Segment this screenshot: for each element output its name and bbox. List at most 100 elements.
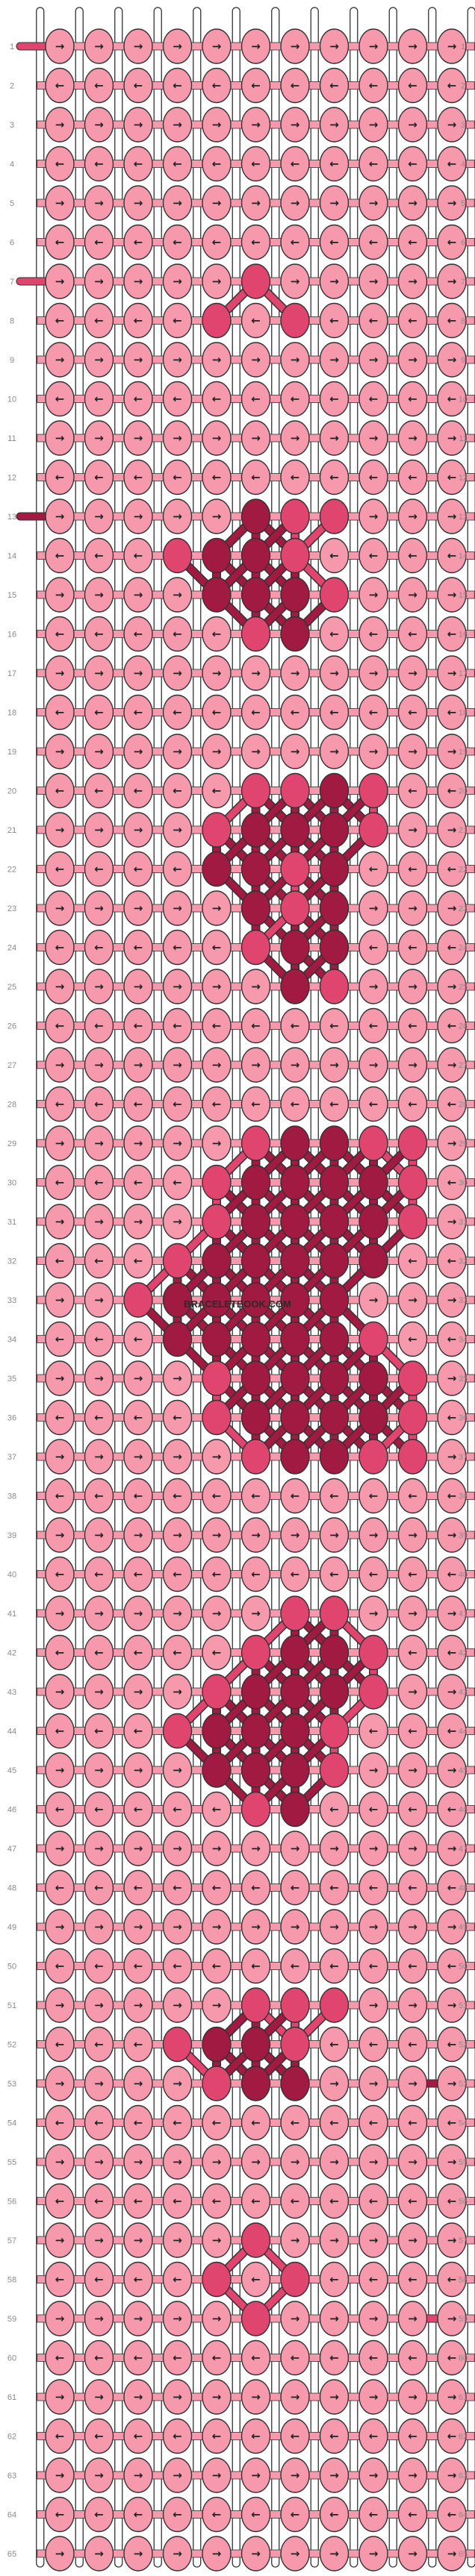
knot-medium: [280, 537, 310, 574]
arrow-right-icon: →: [212, 1842, 222, 1855]
knot-light: [162, 2144, 193, 2180]
knot-dark: [319, 851, 350, 887]
arrow-left-icon: ←: [134, 1176, 143, 1189]
arrow-left-icon: ←: [94, 628, 104, 641]
knot-light: [437, 263, 467, 299]
arrow-right-icon: →: [134, 745, 143, 758]
arrow-left-icon: ←: [55, 2351, 65, 2365]
row-number-left: 18: [7, 709, 16, 718]
knot-light: [162, 498, 193, 534]
arrow-left-icon: ←: [369, 2508, 379, 2522]
knot-light: [45, 342, 75, 378]
knot-light: [123, 2496, 153, 2533]
arrow-left-icon: ←: [408, 2038, 417, 2051]
arrow-right-icon: →: [134, 2233, 143, 2247]
arrow-left-icon: ←: [173, 1568, 182, 1581]
knot-light: [202, 1517, 232, 1553]
knot-light: [240, 1086, 271, 1122]
arrow-right-icon: →: [251, 1920, 261, 1933]
knot-light: [202, 1948, 232, 1984]
arrow-right-icon: →: [408, 2547, 417, 2560]
knot-light: [45, 2183, 75, 2219]
arrow-left-icon: ←: [447, 1019, 457, 1033]
arrow-left-icon: ←: [55, 863, 65, 876]
knot-light: [45, 107, 75, 143]
knot-light: [280, 1517, 310, 1553]
row-number-left: 37: [7, 1453, 16, 1462]
knot-light: [162, 263, 193, 299]
knot-light: [397, 1674, 428, 1710]
knot-medium: [240, 929, 271, 966]
row-number-left: 45: [7, 1766, 16, 1775]
knot-light: [123, 1086, 153, 1122]
knot-light: [319, 107, 350, 143]
arrow-right-icon: →: [251, 1058, 261, 1072]
knot-light: [45, 616, 75, 652]
arrow-left-icon: ←: [408, 2273, 417, 2286]
knot-light: [84, 2066, 114, 2101]
knot-light: [84, 2222, 114, 2258]
knot-grid: →→→→→→→→→→→←←←←←←←←←←←→→→→→→→→→→→←←←←←←←…: [45, 28, 467, 2572]
knot-light: [437, 1987, 467, 2023]
knot-dark: [240, 1204, 271, 1239]
knot-light: [202, 1047, 232, 1083]
knot-light: [202, 694, 232, 731]
knot-light: [280, 2496, 310, 2533]
arrow-left-icon: ←: [447, 784, 457, 798]
knot-light: [162, 2457, 193, 2493]
knot-light: [45, 1321, 75, 1357]
knot-light: [45, 890, 75, 926]
arrow-left-icon: ←: [447, 1489, 457, 1503]
arrow-left-icon: ←: [329, 706, 339, 719]
arrow-right-icon: →: [251, 2155, 261, 2169]
knot-light: [45, 1791, 75, 1828]
knot-light: [84, 2026, 114, 2063]
arrow-left-icon: ←: [55, 628, 65, 641]
arrow-left-icon: ←: [55, 1254, 65, 1268]
knot-light: [123, 146, 153, 182]
row-number-left: 58: [7, 2276, 16, 2285]
knot-light: [162, 2261, 193, 2298]
knot-light: [202, 734, 232, 769]
knot-dark: [358, 1242, 388, 1279]
arrow-right-icon: →: [134, 1685, 143, 1698]
arrow-right-icon: →: [369, 980, 379, 993]
row-number-right: 65: [459, 2550, 468, 2559]
arrow-right-icon: →: [251, 2547, 261, 2560]
arrow-left-icon: ←: [369, 2430, 379, 2443]
arrow-left-icon: ←: [408, 236, 417, 249]
arrow-left-icon: ←: [447, 1098, 457, 1111]
knot-medium: [240, 1439, 271, 1475]
knot-light: [45, 1556, 75, 1592]
arrow-right-icon: →: [94, 1372, 104, 1385]
arrow-left-icon: ←: [329, 471, 339, 484]
arrow-right-icon: →: [55, 2233, 65, 2247]
knot-light: [280, 2104, 310, 2141]
arrow-left-icon: ←: [329, 1881, 339, 1895]
arrow-right-icon: →: [134, 823, 143, 837]
knot-light: [397, 1478, 428, 1514]
row-number-right: 46: [459, 1806, 468, 1815]
arrow-left-icon: ←: [369, 1725, 379, 1738]
arrow-right-icon: →: [291, 1528, 300, 1542]
arrow-left-icon: ←: [369, 79, 379, 93]
row-number-right: 56: [459, 2198, 468, 2207]
arrow-left-icon: ←: [173, 1176, 182, 1189]
knot-light: [162, 1556, 193, 1592]
arrow-left-icon: ←: [212, 706, 222, 719]
arrow-right-icon: →: [251, 2390, 261, 2404]
knot-light: [437, 812, 467, 848]
knot-dark: [202, 1713, 232, 1749]
knot-medium: [280, 890, 310, 926]
knot-dark: [240, 1360, 271, 1396]
knot-light: [123, 1752, 153, 1788]
knot-light: [280, 2222, 310, 2258]
arrow-left-icon: ←: [291, 2430, 300, 2443]
knot-light: [397, 969, 428, 1004]
arrow-right-icon: →: [173, 1607, 182, 1620]
arrow-left-icon: ←: [329, 314, 339, 328]
row-number-left: 64: [7, 2511, 16, 2520]
knot-light: [202, 929, 232, 966]
row-number-left: 20: [7, 787, 16, 796]
arrow-right-icon: →: [134, 118, 143, 131]
